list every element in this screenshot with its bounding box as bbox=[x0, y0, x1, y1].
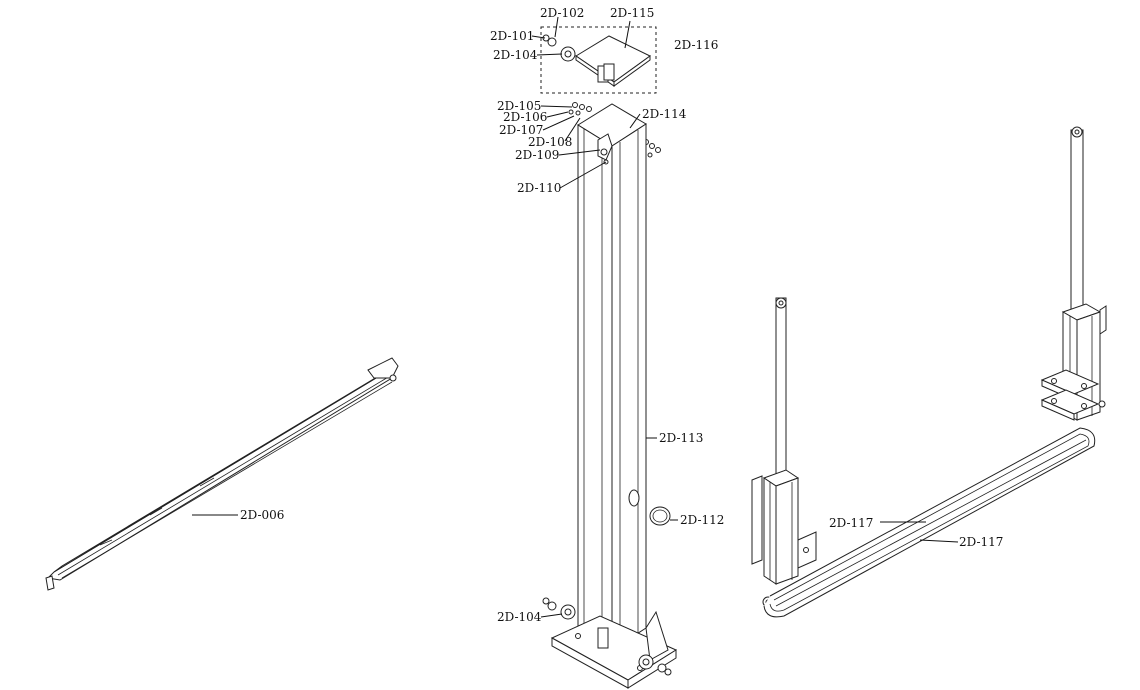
label-2d-104-top: 2D-104 bbox=[493, 48, 538, 62]
cross-rail-part bbox=[45, 357, 399, 591]
column-part bbox=[550, 102, 678, 689]
label-2d-101: 2D-101 bbox=[490, 29, 534, 43]
roller-bottom-part bbox=[542, 597, 672, 676]
label-2d-110: 2D-110 bbox=[517, 181, 561, 195]
label-2d-102: 2D-102 bbox=[540, 6, 584, 20]
label-2d-115: 2D-115 bbox=[610, 6, 654, 20]
top-cap-part bbox=[542, 34, 651, 87]
label-2d-108: 2D-108 bbox=[528, 135, 572, 149]
label-2d-117-b: 2D-117 bbox=[959, 535, 1003, 549]
label-2d-113: 2D-113 bbox=[659, 431, 703, 445]
label-2d-112: 2D-112 bbox=[680, 513, 724, 527]
label-2d-104-bottom: 2D-104 bbox=[497, 610, 542, 624]
label-2d-106: 2D-106 bbox=[503, 110, 547, 124]
label-2d-107: 2D-107 bbox=[499, 123, 543, 137]
label-2d-109: 2D-109 bbox=[515, 148, 559, 162]
cable-assembly-part bbox=[751, 126, 1107, 618]
label-2d-114: 2D-114 bbox=[642, 107, 687, 121]
label-2d-105: 2D-105 bbox=[497, 99, 541, 113]
label-2d-006: 2D-006 bbox=[240, 508, 284, 522]
label-2d-117-a: 2D-117 bbox=[829, 516, 873, 530]
label-2d-116: 2D-116 bbox=[674, 38, 718, 52]
